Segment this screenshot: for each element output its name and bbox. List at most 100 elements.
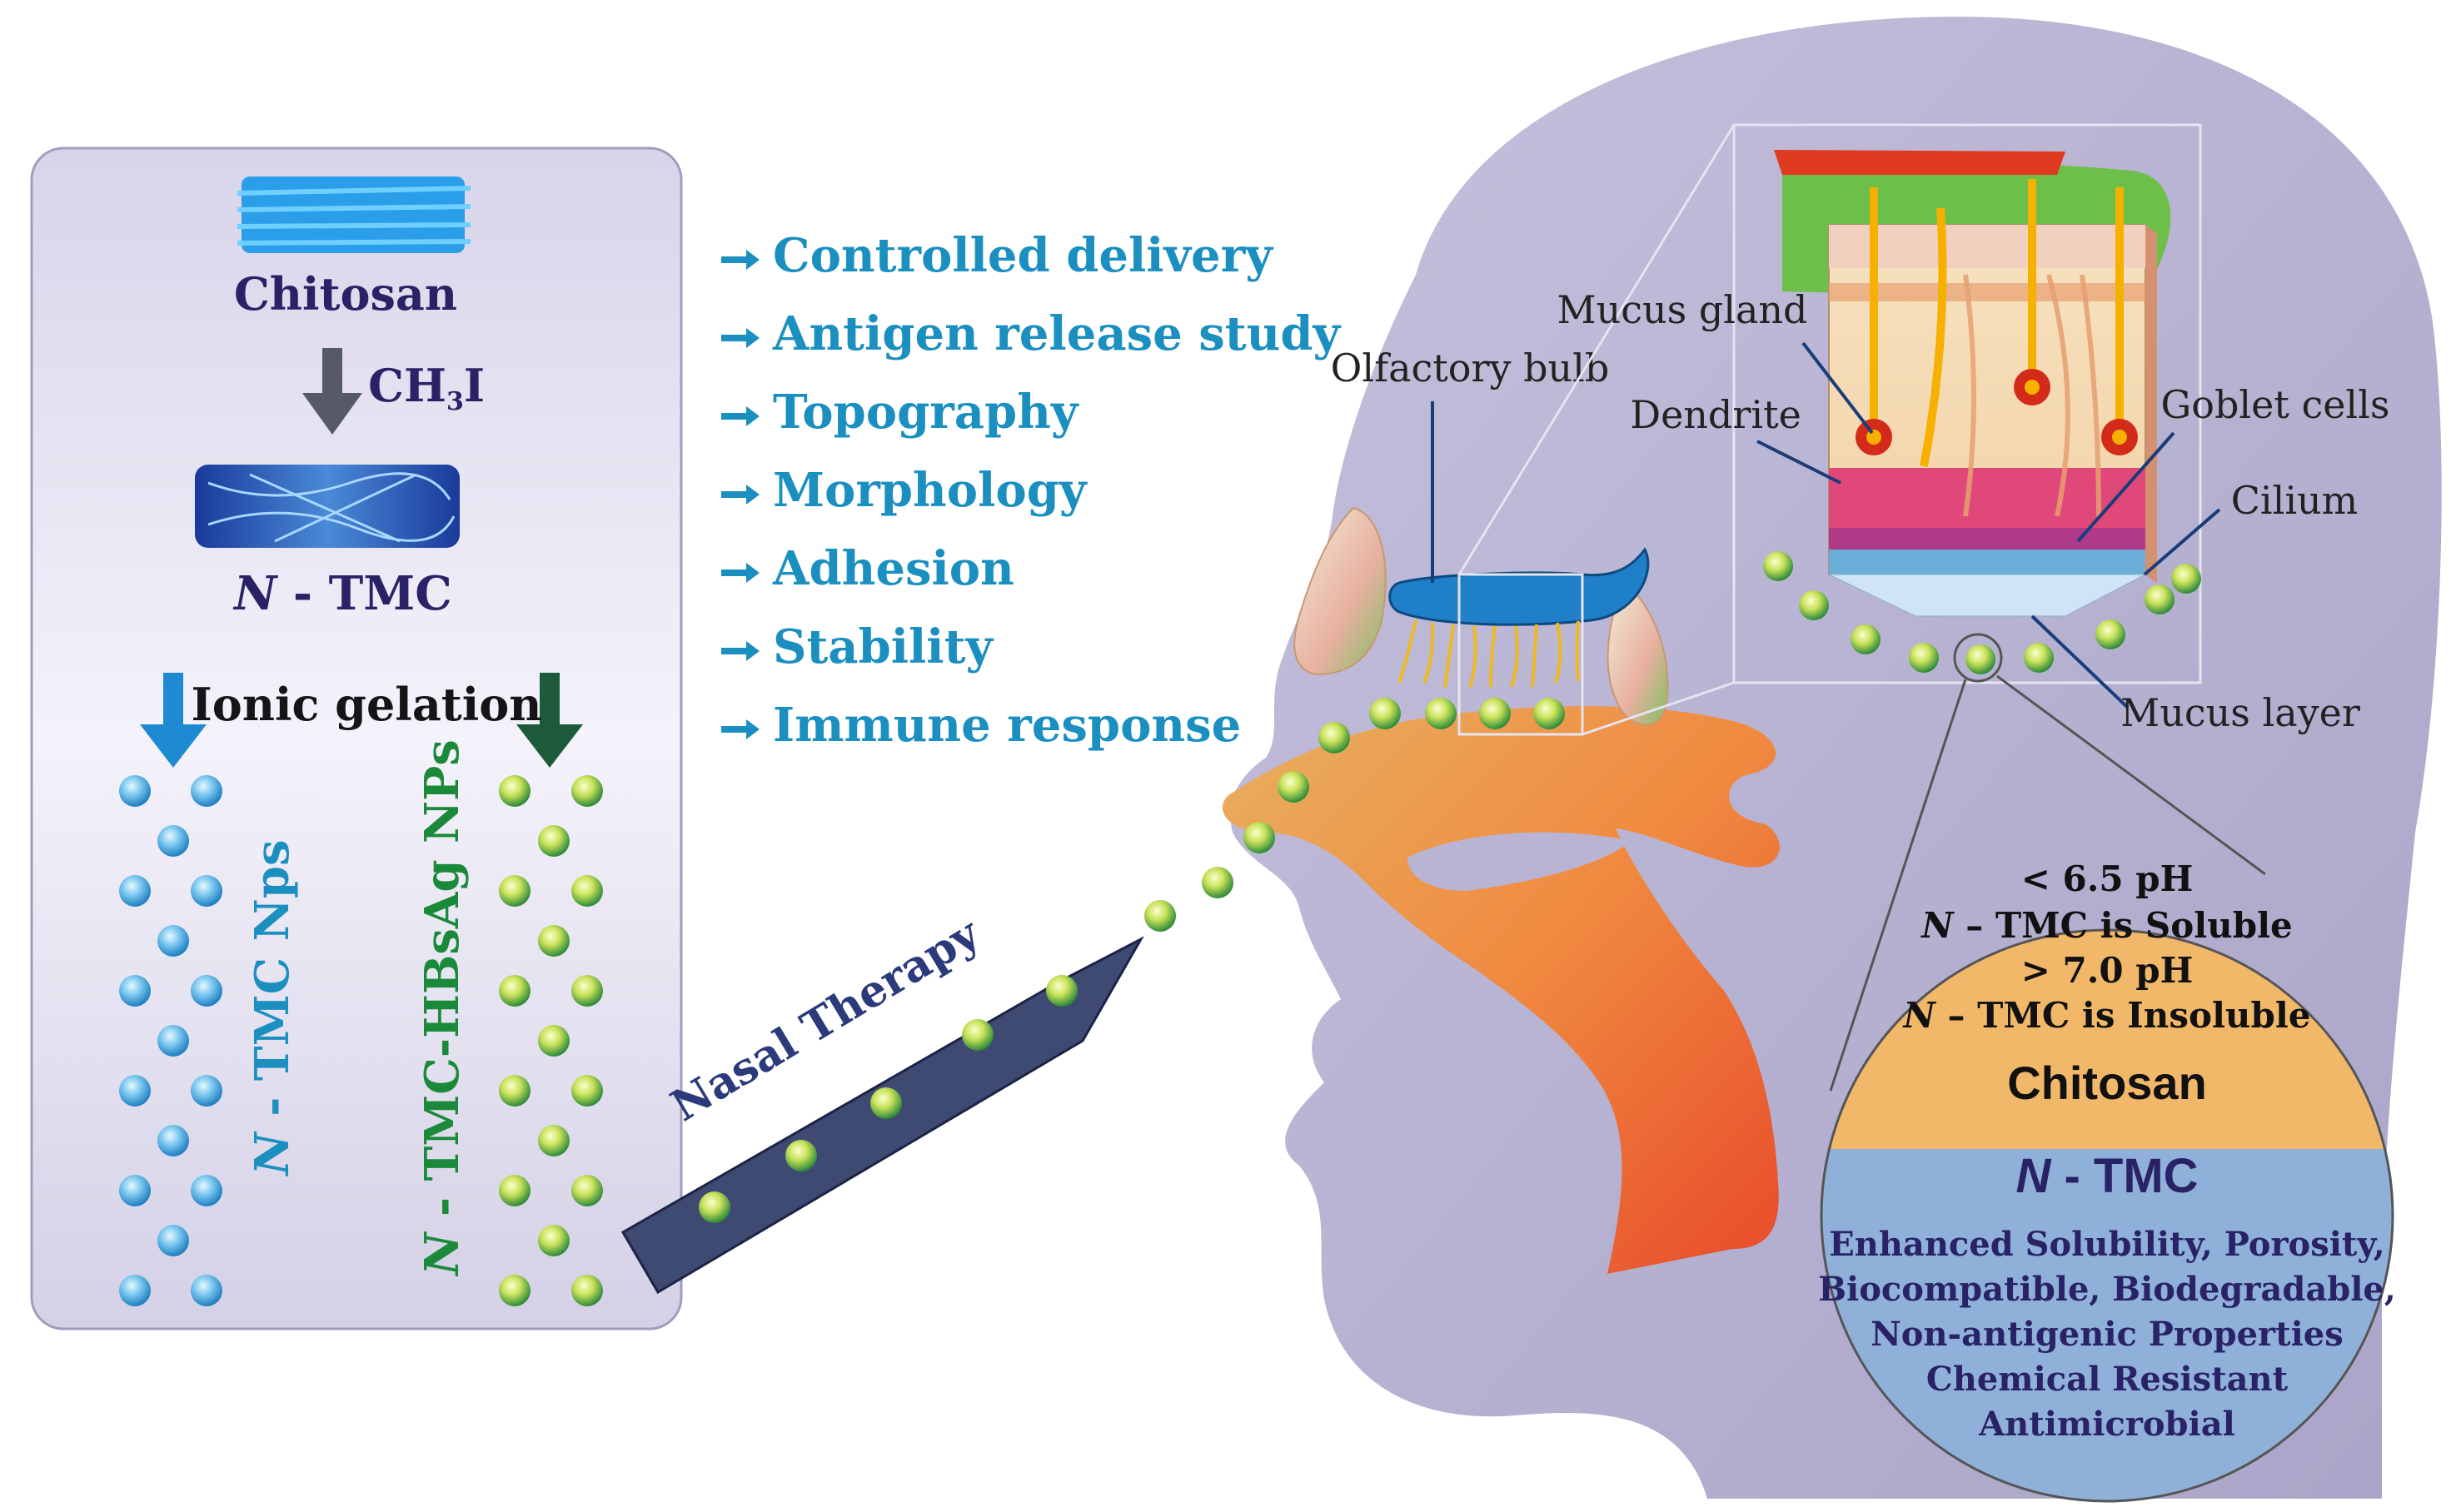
spray-nanoparticle bbox=[1318, 722, 1350, 754]
spray-nanoparticle bbox=[699, 1191, 730, 1223]
hbsag-nanoparticles bbox=[499, 775, 603, 1306]
hbsag-nanoparticle bbox=[538, 1225, 570, 1256]
ntmc-nanoparticle bbox=[157, 1125, 189, 1156]
olfactory-bulb-label: Olfactory bulb bbox=[1331, 346, 1610, 390]
chitosan-fiber-icon bbox=[237, 177, 471, 253]
bullet-arrow-icon bbox=[721, 563, 760, 583]
feature-item: Enhanced Solubility, Porosity, bbox=[1829, 1225, 2384, 1264]
ntmc-nanoparticle bbox=[119, 975, 151, 1007]
ntmc-nanoparticle bbox=[119, 1075, 151, 1107]
study-item-label: Antigen release study bbox=[772, 306, 1342, 361]
hbsag-nanoparticle bbox=[571, 975, 603, 1007]
soluble-text: N – TMC is Soluble bbox=[1920, 905, 2293, 946]
spray-nanoparticle bbox=[1202, 867, 1233, 898]
mucosa-nanoparticle bbox=[2024, 643, 2054, 673]
study-item-label: Immune response bbox=[773, 698, 1241, 753]
ntmc-nanoparticle bbox=[119, 875, 151, 907]
hbsag-nps-label: N - TMC-HBsAg NPs bbox=[415, 739, 470, 1277]
mucosa-tissue-block bbox=[1774, 150, 2171, 617]
study-item: Controlled delivery bbox=[721, 228, 1273, 283]
spray-nanoparticle bbox=[1046, 975, 1078, 1007]
bullet-arrow-icon bbox=[721, 406, 760, 426]
gelation-arrow-right bbox=[516, 673, 583, 768]
spray-nanoparticle bbox=[1533, 698, 1565, 729]
hbsag-nanoparticle bbox=[538, 1025, 570, 1057]
circle-ntmc-title: N - TMC bbox=[2015, 1149, 2198, 1203]
feature-item: Non-antigenic Properties bbox=[1871, 1315, 2344, 1354]
methylation-arrow bbox=[302, 348, 362, 435]
preparation-panel bbox=[30, 147, 683, 1330]
chitosan-label: Chitosan bbox=[234, 267, 457, 321]
mucosa-nanoparticle bbox=[1965, 644, 1995, 674]
nasal-airway bbox=[1222, 706, 1780, 1274]
ntmc-nanoparticles bbox=[119, 775, 222, 1306]
study-item-label: Adhesion bbox=[772, 541, 1014, 596]
ph-high-text: > 7.0 pH bbox=[2021, 950, 2194, 991]
mucosa-nanoparticle bbox=[1909, 643, 1939, 673]
ntmc-nanoparticle bbox=[191, 1075, 222, 1107]
bullet-arrow-icon bbox=[721, 641, 760, 661]
spray-nanoparticle bbox=[1278, 771, 1309, 803]
ionic-gelation-label: Ionic gelation bbox=[191, 678, 541, 731]
ntmc-fiber-icon bbox=[195, 465, 460, 548]
ntmc-nanoparticle bbox=[119, 1175, 151, 1206]
hbsag-nanoparticle bbox=[499, 875, 531, 907]
delivered-nanoparticles bbox=[1763, 551, 2201, 674]
zoom-lines bbox=[1457, 123, 2202, 736]
mucosa-nanoparticle bbox=[1851, 624, 1881, 654]
mucosa-nanoparticle bbox=[1799, 590, 1829, 620]
circle-chitosan-title: Chitosan bbox=[2007, 1057, 2207, 1109]
mucus-gland-label: Mucus gland bbox=[1557, 287, 1808, 332]
study-item: Morphology bbox=[721, 463, 1088, 518]
hbsag-nanoparticle bbox=[499, 975, 531, 1007]
ntmc-label: N - TMC bbox=[232, 566, 452, 621]
study-item: Adhesion bbox=[721, 541, 1014, 596]
ntmc-nanoparticle bbox=[157, 825, 189, 857]
bullet-arrow-icon bbox=[721, 485, 760, 505]
spray-nanoparticle bbox=[1425, 698, 1457, 729]
insoluble-text: N – TMC is Insoluble bbox=[1901, 995, 2310, 1036]
ntmc-nanoparticle bbox=[157, 925, 189, 957]
hbsag-nanoparticle bbox=[499, 775, 531, 807]
anatomy-leader-lines bbox=[1756, 341, 2221, 709]
hbsag-nanoparticle bbox=[538, 825, 570, 857]
study-item: Immune response bbox=[721, 698, 1241, 753]
study-item-label: Stability bbox=[773, 619, 994, 674]
ntmc-nanoparticle bbox=[119, 1275, 151, 1306]
hbsag-nanoparticle bbox=[499, 1275, 531, 1306]
dendrite-label: Dendrite bbox=[1630, 392, 1801, 437]
hbsag-nanoparticle bbox=[499, 1075, 531, 1107]
spray-nanoparticle bbox=[1479, 698, 1511, 729]
goblet-cells-label: Goblet cells bbox=[2161, 382, 2390, 427]
ntmc-nanoparticle bbox=[191, 775, 222, 807]
turbinate-right bbox=[1607, 581, 1669, 726]
turbinate-left bbox=[1293, 506, 1387, 676]
ntmc-nps-label: N - TMC Nps bbox=[245, 839, 300, 1176]
bullet-arrow-icon bbox=[721, 328, 760, 348]
hbsag-nanoparticle bbox=[571, 875, 603, 907]
feature-item: Biocompatible, Biodegradable, bbox=[1818, 1270, 2396, 1309]
spray-nanoparticle bbox=[870, 1087, 902, 1119]
hbsag-nanoparticle bbox=[571, 1275, 603, 1306]
study-item: Antigen release study bbox=[721, 306, 1342, 361]
spray-nanoparticle bbox=[785, 1140, 817, 1171]
feature-item: Chemical Resistant bbox=[1926, 1360, 2289, 1399]
study-item-label: Controlled delivery bbox=[773, 228, 1273, 283]
feature-item: Antimicrobial bbox=[1978, 1405, 2235, 1444]
hbsag-nanoparticle bbox=[538, 925, 570, 957]
ntmc-nanoparticle bbox=[191, 1275, 222, 1306]
olfactory-nerve-fibers bbox=[1397, 619, 1580, 688]
gelation-arrow-left bbox=[140, 673, 207, 768]
spray-nanoparticle bbox=[1369, 698, 1401, 729]
hbsag-nanoparticle bbox=[571, 1075, 603, 1107]
study-item-label: Morphology bbox=[773, 463, 1088, 518]
ntmc-nanoparticle bbox=[191, 1175, 222, 1206]
ntmc-nanoparticle bbox=[157, 1025, 189, 1057]
bullet-arrow-icon bbox=[721, 719, 760, 739]
cilium-label: Cilium bbox=[2231, 478, 2359, 523]
study-item: Topography bbox=[721, 385, 1079, 440]
ntmc-feature-list: Enhanced Solubility, Porosity, Biocompati… bbox=[1818, 1225, 2396, 1444]
bullet-arrow-icon bbox=[721, 250, 760, 270]
